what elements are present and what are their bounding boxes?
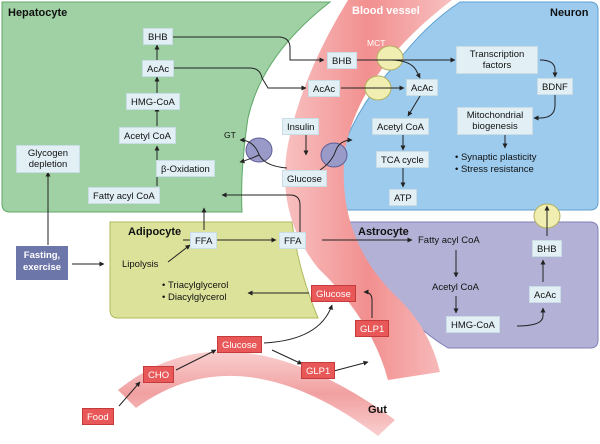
neuron-acetyl-coa: Acetyl CoA [372, 118, 429, 135]
glucose-transport: Glucose [282, 170, 327, 187]
astrocyte-acetyl-coa: Acetyl CoA [432, 282, 479, 293]
blood-ffa: FFA [279, 232, 307, 249]
atp: ATP [389, 189, 417, 206]
lipid-diacylglycerol: Diacylglycerol [162, 292, 228, 304]
insulin: Insulin [282, 118, 320, 135]
glucose-transport-arrows [239, 135, 353, 171]
hepatocyte-bhb: BHB [143, 28, 173, 45]
gt-label: GT [224, 130, 236, 140]
hepatocyte-acetyl-coa: Acetyl CoA [119, 127, 176, 144]
neuron-arrows [341, 57, 558, 236]
adipocyte-ffa: FFA [190, 232, 218, 249]
mct-label: MCT [367, 38, 386, 48]
blood-vessel-title: Blood vessel [352, 5, 420, 17]
transcription-factors: Transcription factors [456, 46, 538, 74]
hepatocyte-title: Hepatocyte [8, 7, 68, 19]
astrocyte-bhb: BHB [532, 240, 562, 257]
neuron-outcomes: Synaptic plasticity Stress resistance [455, 152, 537, 176]
fasting-exercise-trigger: Fasting, exercise [16, 246, 68, 280]
gut-glp1: GLP1 [301, 362, 336, 379]
blood-acac: AcAc [308, 80, 341, 97]
lipolysis: Lipolysis [122, 259, 159, 270]
astrocyte-acac: AcAc [529, 286, 562, 303]
hepatocyte-acac: AcAc [142, 60, 175, 77]
beta-oxidation: β-Oxidation [156, 160, 215, 177]
gut-tube [118, 351, 395, 436]
gut-cho: CHO [143, 366, 175, 383]
outcome-stress-resistance: Stress resistance [455, 164, 536, 176]
astrocyte-arrows [322, 237, 546, 327]
mitochondrial-biogenesis: Mitochondrial biogenesis [457, 107, 533, 135]
neuron-title: Neuron [550, 7, 589, 19]
adipocyte-title: Adipocyte [128, 226, 182, 238]
astrocyte-hmg-coa: HMG-CoA [446, 316, 500, 333]
bdnf: BDNF [537, 78, 573, 95]
outcome-synaptic-plasticity: Synaptic plasticity [455, 152, 537, 164]
astrocyte-title: Astrocyte [358, 226, 409, 238]
blood-glucose: Glucose [311, 285, 356, 302]
tca-cycle: TCA cycle [376, 151, 429, 168]
blood-bhb: BHB [327, 52, 357, 69]
hepatocyte-fatty-acyl-coa: Fatty acyl CoA [88, 187, 160, 204]
glycogen-depletion: Glycogen depletion [16, 145, 80, 173]
gut-title: Gut [368, 404, 387, 416]
mct-transporter-1 [376, 45, 404, 71]
gut-arrows [118, 289, 373, 407]
neuron-acac: AcAc [406, 79, 439, 96]
adipocyte-lipids: Triacylglycerol Diacylglycerol [162, 280, 228, 304]
hepatocyte-hmg-coa: HMG-CoA [126, 93, 180, 110]
blood-glp1: GLP1 [355, 320, 390, 337]
astrocyte-fatty-acyl-coa: Fatty acyl CoA [418, 235, 480, 246]
gut-glucose: Glucose [217, 336, 262, 353]
food: Food [82, 408, 114, 425]
lipid-triacylglycerol: Triacylglycerol [162, 280, 228, 292]
